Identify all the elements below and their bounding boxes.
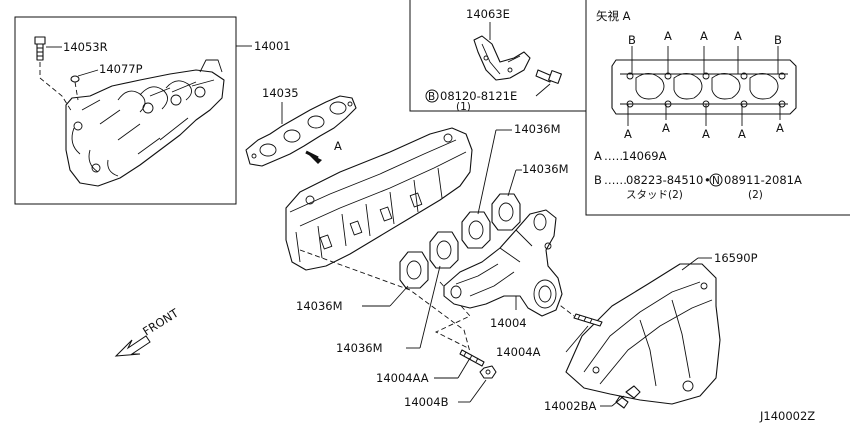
label-14004aa: 14004AA — [376, 371, 429, 385]
view-a-bottom-label-1: A — [624, 127, 632, 141]
front-arrow-icon — [114, 335, 151, 357]
view-a-top-label-5: B — [774, 33, 782, 47]
plug-14077p-drawing — [70, 75, 80, 83]
leader-14036m-3b — [389, 285, 409, 307]
intake-manifold-inset: 14053R 14077P — [14, 16, 237, 205]
nut-14004b-drawing — [479, 365, 497, 379]
bracket-inset: 14063E B 08120-8121E (1) — [409, 0, 587, 113]
view-a-inset-border — [585, 0, 850, 216]
label-14053r: 14053R — [63, 40, 108, 54]
leader-14077p — [77, 69, 99, 77]
intake-manifold-drawing — [65, 59, 225, 187]
label-14004: 14004 — [490, 316, 527, 330]
stud-14004a-drawing — [573, 313, 603, 327]
label-14063e: 14063E — [466, 7, 510, 21]
legend-stud-label: スタッド(2) — [626, 189, 683, 201]
label-14004a: 14004A — [496, 345, 541, 359]
view-a-bottom-label-5: A — [776, 121, 784, 135]
legend-b-dots: …… — [604, 173, 627, 187]
label-14004b: 14004B — [404, 395, 449, 409]
legend-qty2: (2) — [748, 189, 763, 201]
legend-b-sep: • — [704, 173, 711, 187]
label-08120-8121e: 08120-8121E — [440, 89, 517, 103]
bolt-leader-dashed — [39, 62, 73, 113]
stud-alignment-dashed-1 — [299, 249, 471, 353]
bolt-08120-drawing — [535, 69, 562, 84]
legend-b-value2: 08911-2081A — [724, 173, 802, 187]
bolt-14002ba-drawing — [615, 385, 641, 409]
legend-b-value: 08223-84510 — [626, 173, 703, 187]
leader-14004b-b — [469, 379, 487, 403]
label-16590p: 16590P — [714, 251, 758, 265]
circle-b-icon — [425, 89, 439, 103]
leader-08120 — [535, 83, 551, 97]
stud-alignment-dashed-2 — [434, 281, 471, 349]
view-a-top-label-1: B — [628, 33, 636, 47]
gasket-14036m-3-drawing — [399, 251, 429, 289]
cylinder-head-drawing — [285, 127, 473, 271]
plug-leader-dashed — [74, 81, 79, 101]
bracket-14063e-drawing — [473, 35, 531, 81]
diagram-id: J140002Z — [759, 409, 815, 423]
label-08120-qty: (1) — [456, 101, 471, 113]
label-14036m-2: 14036M — [522, 162, 569, 176]
leader-14002ba-b — [611, 395, 625, 407]
view-a-top-label-3: A — [700, 29, 708, 43]
legend-a-value: 14069A — [622, 149, 667, 163]
stud-14004aa-drawing — [459, 349, 485, 367]
label-14036m-1: 14036M — [514, 122, 561, 136]
label-view-a-marker: A — [334, 139, 342, 153]
view-a-bottom-label-3: A — [702, 127, 710, 141]
gasket-14036m-2-drawing — [491, 193, 521, 231]
view-a-bottom-label-4: A — [738, 127, 746, 141]
label-circle-b: B — [428, 91, 435, 103]
leader-14004aa-b — [457, 357, 471, 379]
legend-n: N — [712, 175, 720, 187]
stud-alignment-dashed-3 — [547, 295, 575, 317]
legend-a-dots: …… — [604, 149, 627, 163]
label-front: FRONT — [140, 305, 182, 338]
view-a-top-label-2: A — [664, 29, 672, 43]
label-14002ba: 14002BA — [544, 399, 596, 413]
circle-n-icon — [709, 173, 723, 187]
label-14036m-3: 14036M — [296, 299, 343, 313]
leader-16590p-b — [681, 257, 699, 271]
gasket-14036m-4-drawing — [429, 231, 459, 269]
view-a-bottom-label-2: A — [662, 121, 670, 135]
exhaust-manifold-14004-drawing — [443, 209, 563, 317]
legend-a-key: A — [594, 149, 602, 163]
label-14077p: 14077P — [99, 62, 143, 76]
bolt-14053r-drawing — [34, 36, 46, 61]
view-a-arrow-shaft — [305, 150, 319, 160]
view-a-title: 矢視 A — [596, 9, 631, 23]
label-14036m-4: 14036M — [336, 341, 383, 355]
label-14001: 14001 — [254, 39, 291, 53]
gasket-14035-drawing — [245, 95, 357, 167]
label-14035: 14035 — [262, 86, 299, 100]
front-direction-indicator: FRONT — [114, 305, 182, 357]
heat-shield-16590p-drawing — [565, 263, 721, 405]
leader-14036m-2b — [507, 169, 517, 197]
legend-b-key: B — [594, 173, 602, 187]
leader-14036m-4b — [419, 265, 441, 349]
gasket-14036m-1-drawing — [461, 211, 491, 249]
leader-14036m-1b — [477, 129, 497, 215]
view-a-inset: 矢視 A B A A A B — [585, 0, 850, 216]
inset-border — [14, 16, 237, 205]
view-a-top-label-4: A — [734, 29, 742, 43]
leader-14004a — [565, 325, 589, 353]
